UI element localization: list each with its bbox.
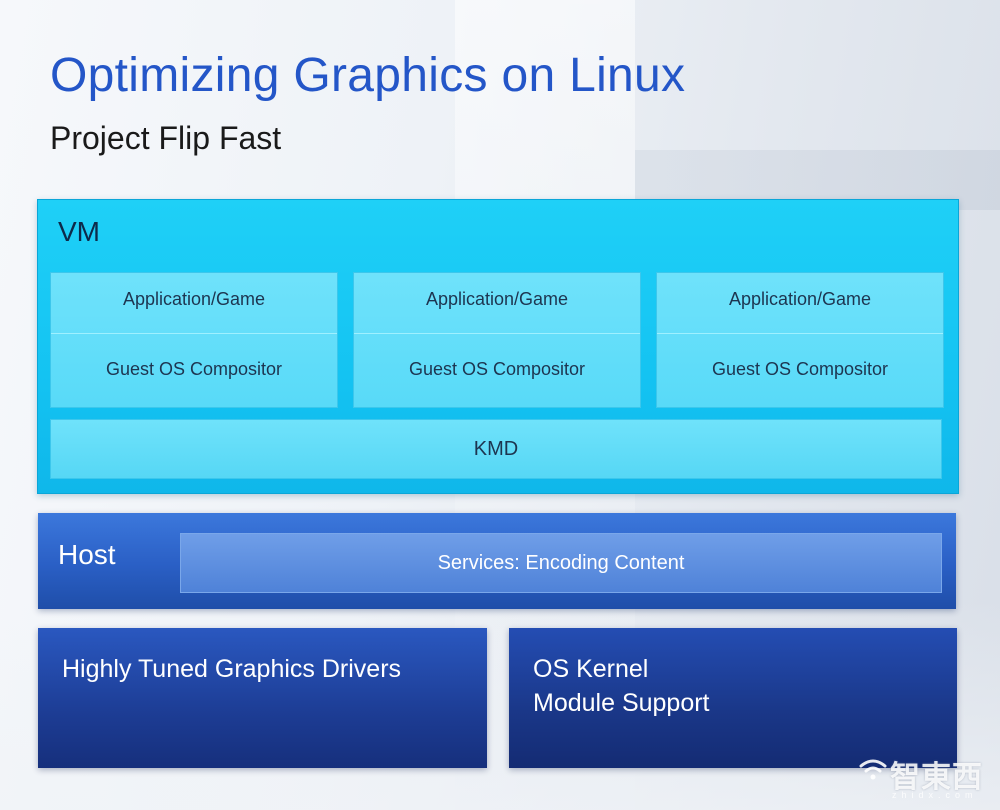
watermark-text: 智東西	[890, 760, 983, 795]
os-kernel-block: OS Kernel Module Support	[509, 628, 957, 768]
guest-application: Application/Game	[354, 273, 640, 334]
guest-compositor: Guest OS Compositor	[105, 359, 283, 379]
host-label: Host	[58, 539, 116, 570]
guest-stack-3: Application/Game Guest OS Compositor	[656, 272, 944, 408]
wifi-signal-icon	[859, 759, 887, 780]
vm-label: VM	[58, 216, 100, 247]
watermark: 智東西 zhidx.com	[858, 752, 988, 804]
services-encoding-content: Services: Encoding Content	[180, 533, 942, 593]
graphics-drivers-block: Highly Tuned Graphics Drivers	[38, 628, 487, 768]
guest-application: Application/Game	[51, 273, 337, 334]
slide-subtitle: Project Flip Fast	[50, 120, 282, 156]
kmd-layer: KMD	[50, 419, 942, 479]
host-layer: Host Services: Encoding Content	[38, 513, 956, 609]
graphics-drivers-label: Highly Tuned Graphics Drivers	[62, 655, 402, 683]
slide-title: Optimizing Graphics on Linux	[50, 49, 686, 102]
os-kernel-line: OS Kernel	[533, 655, 649, 683]
vm-layer: VM Application/Game Guest OS Compositor …	[37, 199, 959, 494]
watermark-subtext: zhidx.com	[892, 790, 978, 800]
module-support-line: Module Support	[533, 689, 710, 717]
guest-stack-1: Application/Game Guest OS Compositor	[50, 272, 338, 408]
os-kernel-label: OS Kernel Module Support	[533, 652, 710, 720]
guest-compositor: Guest OS Compositor	[408, 359, 586, 379]
guest-stack-2: Application/Game Guest OS Compositor	[353, 272, 641, 408]
guest-application: Application/Game	[657, 273, 943, 334]
guest-compositor: Guest OS Compositor	[711, 359, 889, 379]
